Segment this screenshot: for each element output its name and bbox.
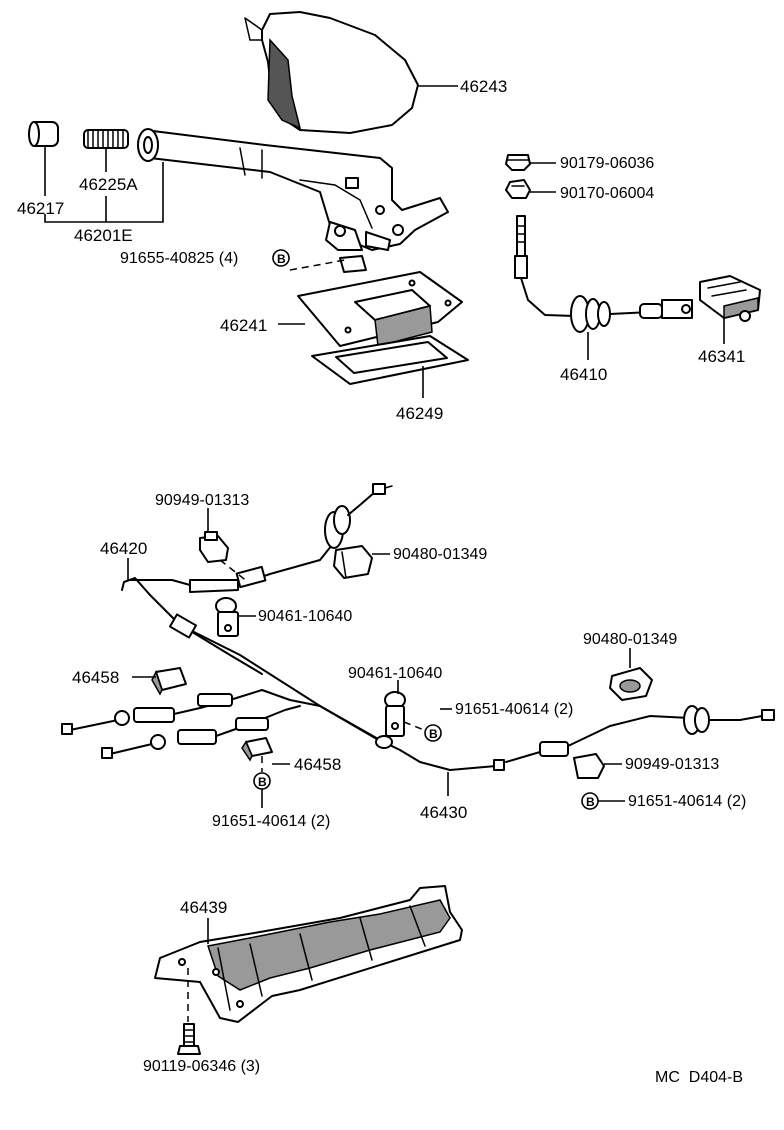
bezel-drawing bbox=[297, 271, 463, 347]
label-90461-10640-top: 90461-10640 bbox=[258, 608, 352, 625]
screw-drawing bbox=[177, 1023, 201, 1055]
label-46225A: 46225A bbox=[79, 175, 138, 194]
diagram-code: MC D404-B bbox=[655, 1069, 743, 1086]
label-46458-lower: 46458 bbox=[294, 755, 341, 774]
clip-top-drawing bbox=[215, 597, 239, 637]
label-46439: 46439 bbox=[180, 898, 227, 917]
nut-top-drawing bbox=[505, 154, 531, 171]
cable-ends-left-drawing bbox=[61, 689, 321, 759]
label-90170-06004: 90170-06004 bbox=[560, 185, 654, 202]
svg-text:B: B bbox=[258, 775, 267, 789]
clamp-right-drawing bbox=[573, 753, 605, 779]
label-46201E: 46201E bbox=[74, 226, 133, 245]
gasket-drawing bbox=[311, 335, 469, 385]
svg-text:B: B bbox=[429, 727, 438, 741]
label-91651-40614-lower-left: 91651-40614 (2) bbox=[212, 813, 330, 830]
dash-91651-mid bbox=[403, 721, 425, 731]
lever-bolt-drawing bbox=[339, 255, 367, 273]
bracket-46201E bbox=[44, 162, 164, 223]
label-91655-40825: 91655-40825 (4) bbox=[120, 250, 238, 267]
cap-drawing bbox=[28, 121, 59, 147]
marker-b-right: B bbox=[581, 792, 599, 810]
dash-90949-top bbox=[219, 559, 249, 583]
svg-text:B: B bbox=[586, 795, 595, 809]
bolt-dash-91655 bbox=[289, 259, 346, 271]
bracket-lower-drawing bbox=[241, 737, 273, 762]
label-90179-06036: 90179-06036 bbox=[560, 155, 654, 172]
label-90119-06346: 90119-06346 (3) bbox=[143, 1058, 260, 1075]
connector-46341-drawing bbox=[699, 275, 761, 322]
label-46243: 46243 bbox=[460, 77, 507, 96]
grommet-right-drawing bbox=[609, 667, 653, 701]
label-46420: 46420 bbox=[100, 539, 147, 558]
label-46430: 46430 bbox=[420, 803, 467, 822]
label-46241: 46241 bbox=[220, 316, 267, 335]
label-46458-left: 46458 bbox=[72, 668, 119, 687]
label-91651-40614-right: 91651-40614 (2) bbox=[628, 793, 746, 810]
cable-46420-drawing bbox=[121, 483, 393, 741]
lever-drawing bbox=[137, 128, 449, 251]
cable-46430-drawing bbox=[319, 705, 775, 771]
clip-mid-drawing bbox=[384, 691, 406, 737]
marker-b-mid: B bbox=[424, 724, 442, 742]
label-90480-01349-right: 90480-01349 bbox=[583, 631, 677, 648]
label-46249: 46249 bbox=[396, 404, 443, 423]
grommet-top-drawing bbox=[333, 545, 373, 579]
marker-b-lower-left: B bbox=[253, 772, 271, 790]
clamp-top-drawing bbox=[199, 531, 229, 563]
label-90949-01313-top: 90949-01313 bbox=[155, 492, 249, 509]
nut-bottom-drawing bbox=[505, 179, 531, 199]
label-46341: 46341 bbox=[698, 347, 745, 366]
label-91651-40614-mid: 91651-40614 (2) bbox=[455, 701, 573, 718]
label-46217: 46217 bbox=[17, 199, 64, 218]
label-90461-10640-mid: 90461-10640 bbox=[348, 665, 442, 682]
label-90949-01313-right: 90949-01313 bbox=[625, 756, 719, 773]
bracket-left-drawing bbox=[151, 667, 187, 696]
label-46410: 46410 bbox=[560, 365, 607, 384]
control-cable-drawing bbox=[514, 215, 693, 333]
heat-insulator-drawing bbox=[154, 885, 463, 1023]
lever-boot-drawing bbox=[244, 11, 419, 134]
svg-text:B: B bbox=[277, 252, 286, 266]
spring-drawing bbox=[83, 129, 129, 149]
label-90480-01349-top: 90480-01349 bbox=[393, 546, 487, 563]
marker-b-91655: B bbox=[272, 249, 290, 267]
